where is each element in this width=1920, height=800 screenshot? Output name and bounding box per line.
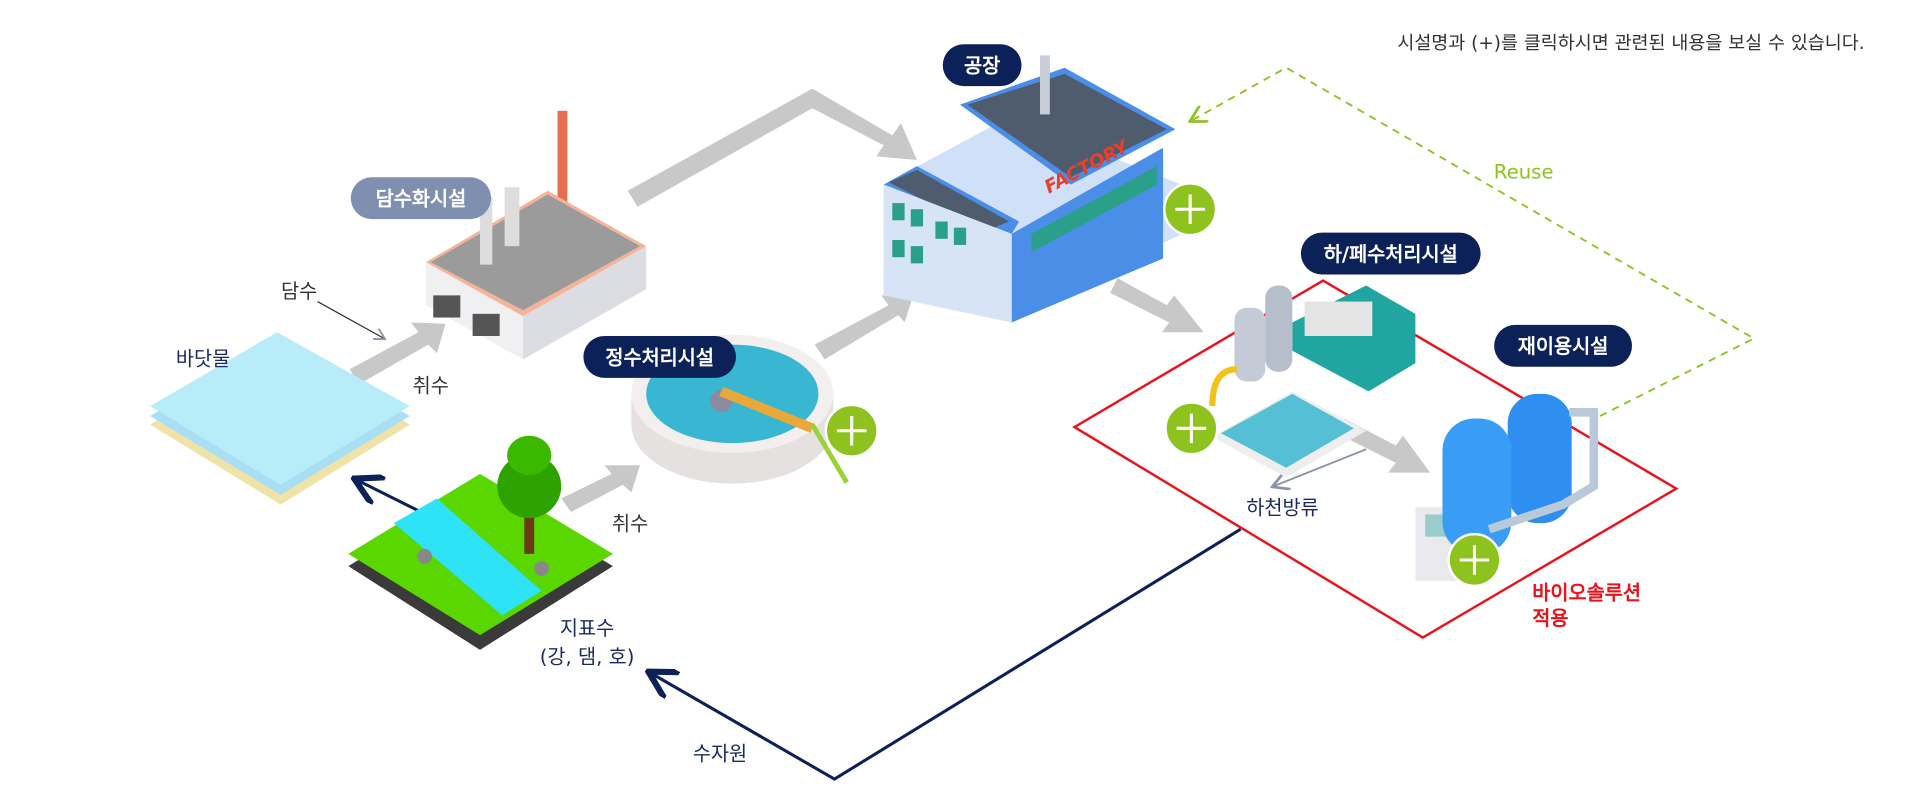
- water-treatment-plus-button[interactable]: [824, 403, 879, 458]
- reuse-facility-button[interactable]: 재이용시설: [1494, 324, 1632, 367]
- water-treatment-label: 정수처리시설: [605, 346, 714, 369]
- water-treatment-illustration: [631, 334, 849, 484]
- reuse-dashed-line: [1191, 66, 1756, 417]
- factory-button[interactable]: 공장: [942, 44, 1022, 87]
- wastewater-illustration: [1209, 285, 1416, 478]
- seawater-label: 바닷물: [176, 348, 230, 371]
- desalination-illustration: [425, 110, 647, 360]
- plus-icon: [1175, 194, 1205, 224]
- return-to-sea-arrow: [357, 480, 420, 513]
- instruction-text: 시설명과 (+)를 클릭하시면 관련된 내용을 보실 수 있습니다.: [1397, 33, 1864, 54]
- factory-plus-button[interactable]: [1163, 182, 1218, 237]
- wastewater-label: 하/페수처리시설: [1324, 243, 1458, 266]
- arrow-sea-intake: [349, 322, 446, 384]
- seawater-illustration: [150, 332, 410, 505]
- bio-solution-label: 바이오솔루션: [1532, 581, 1641, 604]
- reuse-facility-plus-button[interactable]: [1447, 532, 1502, 588]
- discharge-arrow: [1274, 448, 1367, 486]
- water-resource-label: 수자원: [693, 743, 747, 766]
- reuse-facility-label: 재이용시설: [1518, 335, 1609, 358]
- intake-label-sea: 취수: [413, 375, 449, 398]
- arrow-factory-to-wastewater: [1110, 278, 1204, 333]
- arrow-surface-intake: [561, 465, 640, 512]
- fresh-water-pointer: [317, 301, 384, 339]
- desalination-label: 담수화시설: [376, 188, 467, 211]
- plus-icon: [836, 416, 867, 446]
- wastewater-plus-button[interactable]: [1164, 401, 1219, 456]
- bio-solution-apply-label: 적용: [1532, 607, 1568, 630]
- factory-label: 공장: [964, 55, 1000, 78]
- surface-water-sublabel: (강, 댐, 호): [540, 645, 635, 668]
- surface-water-illustration: [348, 435, 613, 650]
- plus-icon: [1176, 413, 1207, 444]
- plus-icon: [1459, 545, 1490, 575]
- arrow-desal-to-factory: [627, 88, 917, 207]
- intake-label-surface: 취수: [612, 512, 648, 535]
- desalination-button[interactable]: 담수화시설: [350, 177, 492, 220]
- reuse-label: Reuse: [1494, 160, 1554, 183]
- arrow-treatment-to-factory: [814, 295, 914, 360]
- wastewater-button[interactable]: 하/페수처리시설: [1300, 232, 1481, 275]
- fresh-water-label: 담수: [281, 280, 317, 303]
- river-discharge-label: 하천방류: [1246, 496, 1318, 519]
- water-treatment-button[interactable]: 정수처리시설: [583, 336, 736, 378]
- surface-water-label: 지표수: [560, 617, 614, 640]
- water-resource-line: [651, 527, 1242, 781]
- factory-illustration: FACTORY: [883, 55, 1182, 323]
